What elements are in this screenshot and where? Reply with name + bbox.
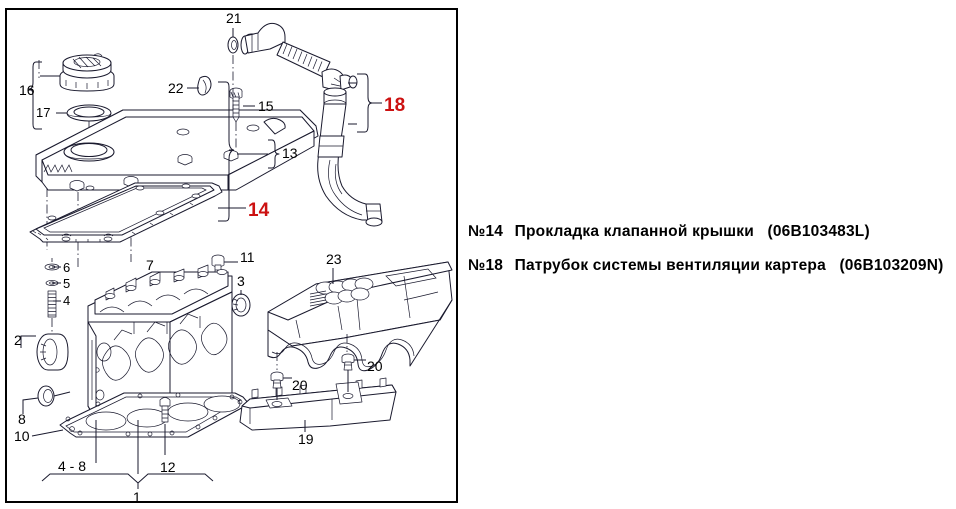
callout-4: 4 [63, 293, 70, 308]
callout-12: 12 [160, 459, 176, 475]
callout-20-a: 20 [292, 377, 308, 393]
engine-cover-bracket [239, 377, 397, 431]
callout-11: 11 [240, 249, 255, 265]
engine-cover [267, 261, 453, 372]
legend-row-14: №14 Прокладка клапанной крышки (06B10348… [468, 222, 956, 242]
callout-20-b: 20 [367, 358, 383, 374]
legend-description-14: Прокладка клапанной крышки [514, 223, 754, 240]
cover-grommet-b [341, 353, 355, 392]
callout-4-8: 4 - 8 [58, 458, 86, 474]
callout-17: 17 [36, 105, 50, 120]
callout-2: 2 [14, 332, 22, 348]
callout-18: 18 [384, 95, 405, 116]
seal-ring-8 [37, 385, 55, 407]
legend-row-18: №18 Патрубок системы вентиляции картера … [468, 256, 956, 276]
legend-part-number-14: (06B103483L) [767, 223, 870, 240]
callout-3: 3 [237, 273, 245, 289]
legend-description-18: Патрубок системы вентиляции картера [514, 257, 826, 274]
callout-19: 19 [298, 431, 314, 447]
cover-grommet-a [270, 371, 284, 400]
valve-cover [35, 75, 319, 192]
head-bolt-stack [44, 263, 60, 318]
callout-10: 10 [14, 428, 30, 444]
callout-16: 16 [19, 82, 35, 98]
callout-1: 1 [133, 489, 141, 505]
parts-legend: №14 Прокладка клапанной крышки (06B10348… [468, 222, 956, 290]
callout-14: 14 [248, 200, 270, 221]
callout-13: 13 [282, 145, 298, 161]
callout-15: 15 [258, 98, 274, 114]
callout-6: 6 [63, 260, 70, 275]
callout-5: 5 [63, 276, 70, 291]
legend-number-14: №14 [468, 223, 504, 240]
legend-part-number-18: (06B103209N) [839, 257, 944, 274]
callout-21: 21 [226, 10, 242, 26]
oil-filler-cap-group [59, 53, 115, 122]
coolant-plug-12 [159, 397, 171, 423]
camshaft-seal-2 [36, 333, 69, 371]
callout-22: 22 [168, 80, 184, 96]
callout-7: 7 [146, 257, 154, 273]
valve-cover-gasket [29, 182, 223, 243]
camshaft-seal-3 [231, 293, 251, 317]
breather-oring [227, 36, 239, 54]
crankcase-vent-hose [240, 22, 383, 227]
legend-number-18: №18 [468, 257, 504, 274]
head-gasket [59, 392, 250, 438]
callout-8: 8 [18, 411, 26, 427]
callout-23: 23 [326, 251, 342, 267]
